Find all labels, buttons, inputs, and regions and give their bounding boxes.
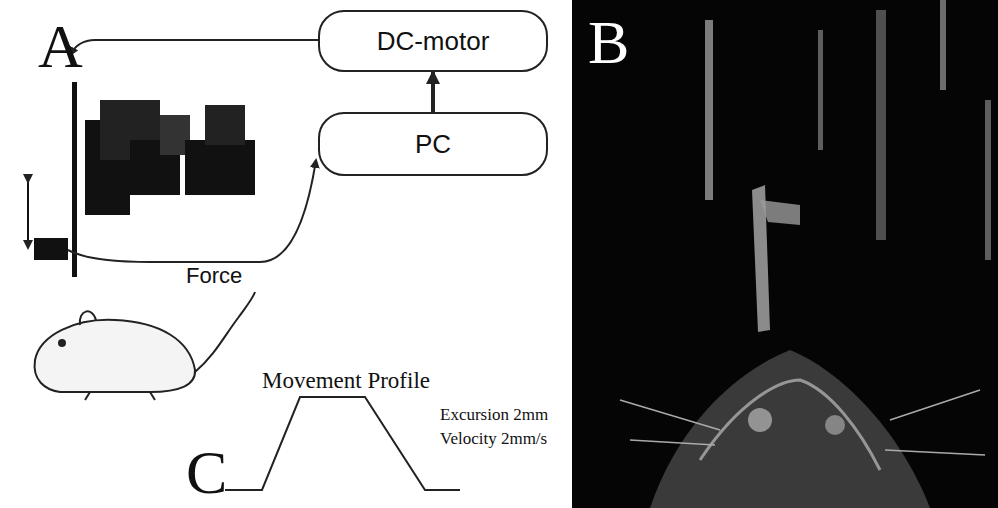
profile-value: Velocity 2mm/s — [440, 430, 547, 449]
mouse-drawing — [35, 292, 255, 400]
panel-letter: B — [588, 8, 629, 76]
connector-arrow — [431, 72, 435, 112]
profile-title: Movement Profile — [262, 368, 430, 393]
box-label: PC — [415, 129, 451, 160]
panel-letter: A — [38, 12, 83, 80]
photo-panel — [572, 0, 998, 508]
panel-letter: C — [186, 438, 227, 506]
box-label: DC-motor — [377, 26, 490, 57]
profile-value: Excursion 2mm — [440, 406, 548, 425]
process-box: PC — [318, 112, 548, 176]
photo-content — [620, 0, 991, 508]
process-box: DC-motor — [318, 10, 548, 72]
signal-label: Force — [186, 264, 242, 288]
movement-profile — [225, 397, 460, 490]
